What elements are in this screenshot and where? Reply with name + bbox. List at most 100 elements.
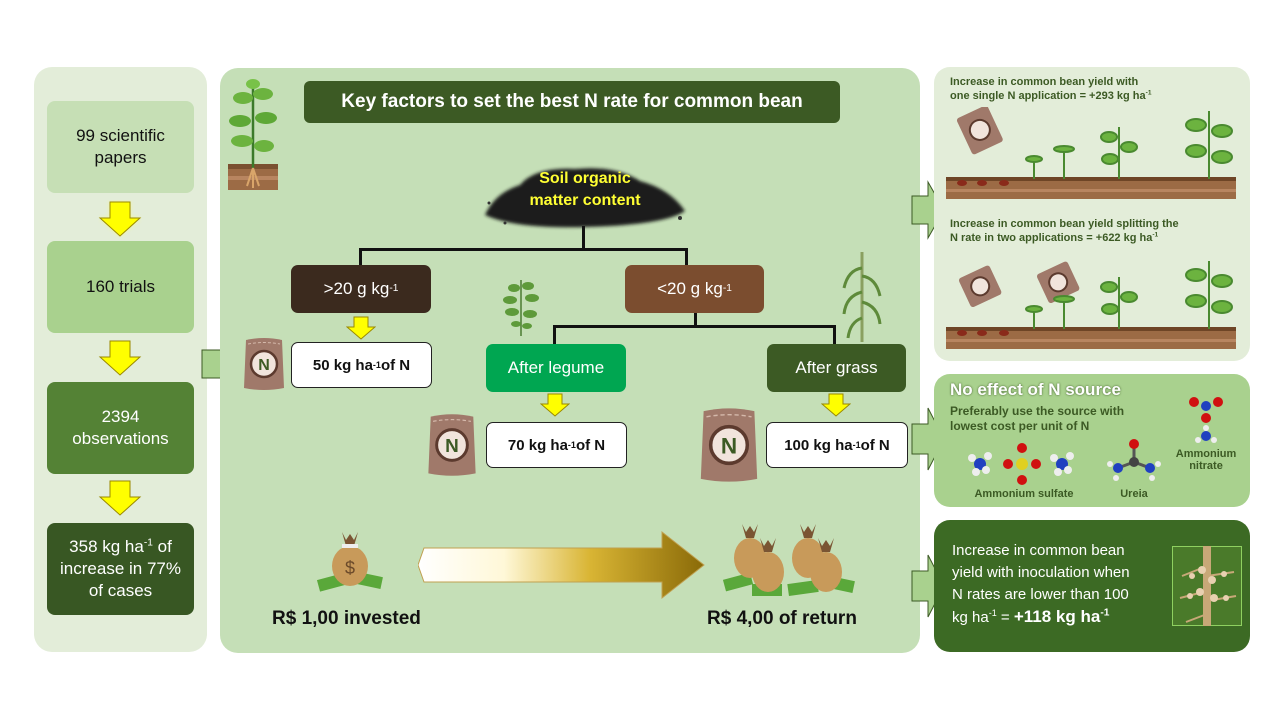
single-app-sup: -1 (1145, 89, 1152, 97)
step-papers: 99 scientific papers (47, 101, 194, 193)
root-line1: Soil organic (539, 170, 631, 187)
chem-nitrate-line1: Ammonium (1175, 448, 1237, 460)
result-value: 358 kg ha (69, 537, 144, 556)
branch-high-som: >20 g kg-1 (291, 265, 431, 313)
step-papers-text: 99 scientific papers (76, 126, 165, 167)
inoculation-line1: Increase in common bean (952, 542, 1125, 559)
result-sup: -1 (143, 537, 153, 549)
step-result-text: 358 kg ha-1 of increase in 77% of cases (56, 536, 186, 602)
legume-plant-icon (503, 280, 539, 336)
bag-letter: N (258, 357, 270, 374)
step-result: 358 kg ha-1 of increase in 77% of cases (47, 523, 194, 615)
n-source-subtitle: Preferably use the source with lowest co… (950, 404, 1124, 434)
key-factors-panel: Key factors to set the best N rate for c… (220, 68, 920, 653)
step-observations: 2394 observations (47, 382, 194, 474)
rate-50-tail: of N (380, 356, 411, 374)
after-legume-node: After legume (486, 344, 626, 392)
tree-connector (359, 248, 362, 266)
inoculation-text: Increase in common bean yield with inocu… (952, 540, 1130, 629)
tree-connector (553, 325, 556, 345)
down-arrow-icon (98, 340, 142, 376)
fertilizer-bag-icon: N (700, 408, 758, 482)
rate-100-tail: of N (860, 436, 890, 454)
inoc-value-text: +118 kg ha (1013, 607, 1101, 626)
single-app-line2: one single N application = +293 kg ha-1 (950, 89, 1152, 103)
ammonium-sulfate-molecule-icon (968, 443, 1074, 485)
step-trials-text: 160 trials (86, 277, 155, 296)
money-bags-icon (722, 524, 855, 597)
branch-low-som: <20 g kg-1 (625, 265, 764, 313)
step-trials: 160 trials (47, 241, 194, 333)
branch-high-label: >20 g kg (323, 279, 390, 298)
chem-ammonium-sulfate: Ammonium sulfate (974, 488, 1074, 500)
split-app-value: N rate in two applications = +622 kg ha (950, 232, 1153, 244)
result-tail: of increase in 77% of cases (60, 537, 181, 600)
inoculation-line2: yield with inoculation when (952, 564, 1130, 581)
evidence-flow-panel: 99 scientific papers 160 trials 2394 obs… (34, 67, 207, 652)
n-application-panel: Increase in common bean yield with one s… (934, 67, 1250, 361)
after-grass-label: After grass (795, 358, 878, 377)
split-app-line1: Increase in common bean yield splitting … (950, 218, 1179, 230)
tilted-bag-icon (1036, 261, 1080, 304)
page-title: Key factors to set the best N rate for c… (304, 81, 840, 123)
tilted-bag-icon (956, 107, 1003, 155)
tree-connector (553, 325, 835, 328)
grass-plant-icon (842, 252, 882, 342)
inoculation-line4: kg ha-1 = +118 kg ha-1 (952, 606, 1130, 629)
return-label: R$ 4,00 of return (707, 608, 857, 629)
rate-box-70: 70 kg ha-1 of N (486, 422, 627, 468)
rate-box-100: 100 kg ha-1 of N (766, 422, 908, 468)
n-source-title: No effect of N source (950, 380, 1121, 399)
down-arrow-icon (821, 393, 851, 417)
n-source-sub1: Preferably use the source with (950, 404, 1125, 418)
down-arrow-icon (98, 480, 142, 516)
tilted-bag-icon (958, 265, 1002, 308)
bean-plant-icon (228, 79, 278, 190)
chem-nitrate-line2: nitrate (1189, 460, 1223, 472)
branch-low-label: <20 g kg (657, 279, 723, 298)
inoc-unit-sup: -1 (988, 608, 997, 618)
tree-connector (833, 325, 836, 345)
split-application-text: Increase in common bean yield splitting … (950, 217, 1179, 245)
split-app-sup: -1 (1152, 231, 1159, 239)
single-app-line1: Increase in common bean yield with (950, 76, 1139, 88)
bag-letter: N (721, 433, 737, 458)
inoc-equals: = (996, 609, 1014, 626)
root-line2: matter content (529, 192, 641, 209)
root-nodules-photo-icon (1172, 546, 1242, 626)
inoc-value-sup: -1 (1100, 607, 1110, 619)
rate-50-value: 50 kg ha (312, 356, 373, 374)
n-source-panel: No effect of N source Preferably use the… (934, 374, 1250, 507)
soil-pile-icon (485, 168, 685, 228)
invested-label: R$ 1,00 invested (272, 608, 421, 629)
root-node-label: Soil organic matter content (475, 168, 695, 212)
rate-100-value: 100 kg ha (784, 436, 853, 454)
urea-molecule-icon (1107, 439, 1161, 481)
split-app-line2: N rate in two applications = +622 kg ha-… (950, 231, 1179, 245)
fertilizer-bag-icon: N (244, 338, 284, 390)
growth-stages-illustration (946, 107, 1236, 199)
n-source-sub2: lowest cost per unit of N (950, 419, 1090, 433)
step-observations-text: 2394 observations (72, 407, 169, 448)
fertilizer-bag-icon: N (428, 414, 476, 476)
tree-connector (359, 248, 687, 251)
single-application-text: Increase in common bean yield with one s… (950, 75, 1152, 103)
inoculation-value: +118 kg ha-1 (1014, 607, 1110, 626)
inoculation-panel: Increase in common bean yield with inocu… (934, 520, 1250, 652)
money-bag-icon: $ (316, 532, 383, 592)
growth-stages-illustration (946, 261, 1236, 349)
inoc-unit: kg ha (952, 609, 989, 626)
rate-box-50: 50 kg ha-1 of N (291, 342, 432, 388)
single-app-value: one single N application = +293 kg ha (950, 90, 1146, 102)
down-arrow-icon (98, 201, 142, 237)
rate-70-value: 70 kg ha (507, 436, 568, 454)
tree-connector (685, 248, 688, 266)
chem-urea: Ureia (1120, 488, 1148, 500)
down-arrow-icon (540, 393, 570, 417)
ammonium-nitrate-molecule-icon (1189, 397, 1223, 443)
inoculation-line3: N rates are lower than 100 (952, 586, 1129, 603)
tree-connector (694, 313, 697, 327)
down-arrow-icon (346, 316, 376, 340)
return-arrow-icon (418, 530, 705, 600)
tree-connector (582, 226, 585, 250)
